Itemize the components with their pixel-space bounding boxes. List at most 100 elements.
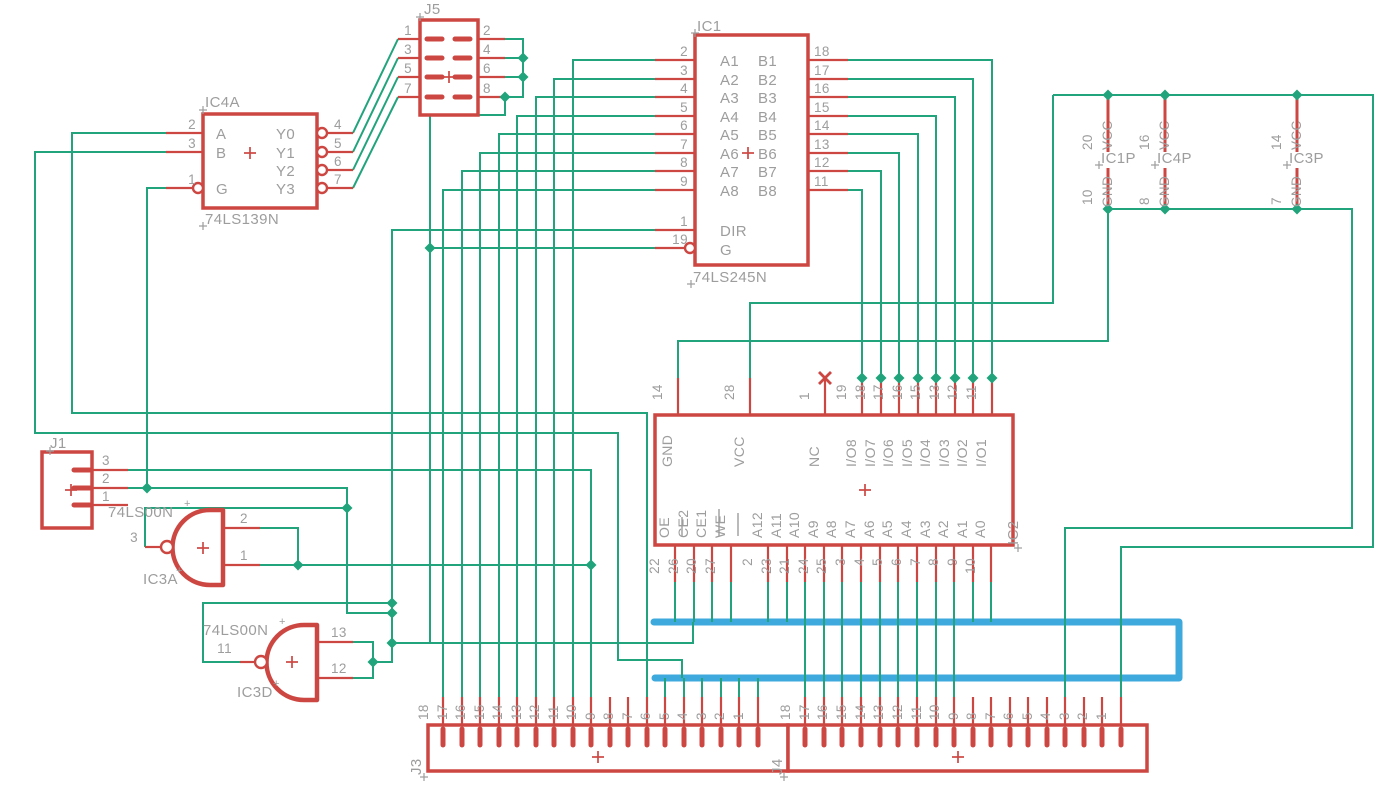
wire[interactable] [260, 527, 299, 565]
junction-dot [386, 597, 398, 609]
junction-dot [893, 372, 905, 384]
wire[interactable] [848, 189, 863, 378]
wire[interactable] [147, 487, 348, 508]
wire[interactable] [848, 170, 882, 378]
wire[interactable] [553, 78, 655, 697]
pin-number: 15 [908, 384, 923, 400]
label: 20 [1080, 134, 1095, 150]
pin-label: A2 [935, 520, 951, 538]
wire[interactable] [505, 38, 524, 98]
label: 12 [331, 661, 347, 676]
wire[interactable] [848, 133, 919, 378]
pin-number: 4 [1038, 712, 1053, 720]
pin-label: WE [712, 515, 728, 538]
wire[interactable] [848, 78, 974, 378]
junction-dot [967, 372, 979, 384]
label: + [273, 678, 280, 690]
label: 5 [404, 61, 412, 76]
junction-dot [386, 637, 398, 649]
inverter-bubble [315, 163, 329, 177]
pin-label: I/O6 [880, 439, 896, 467]
pin-label: A0 [972, 520, 988, 538]
junction-dot [912, 372, 924, 384]
label: A [216, 126, 226, 143]
label: 7 [680, 137, 688, 152]
pin-number: 10 [927, 704, 942, 720]
pin-number: 14 [490, 704, 505, 720]
label: IC1 [697, 18, 722, 35]
wire[interactable] [516, 115, 655, 697]
wire[interactable] [1064, 208, 1353, 697]
pin-number: 28 [722, 384, 737, 400]
pin-label: A9 [805, 520, 821, 538]
wire[interactable] [749, 95, 1054, 378]
junction-dot [292, 559, 304, 571]
wire[interactable] [34, 151, 683, 678]
pin-label: OE [656, 517, 672, 538]
wire[interactable] [848, 96, 956, 378]
ic2-body[interactable] [653, 413, 1015, 547]
label: B6 [758, 146, 777, 163]
wire[interactable] [498, 133, 655, 697]
junction-dot [949, 372, 961, 384]
junction-dot [1159, 89, 1171, 101]
label: IC3D [237, 684, 273, 701]
nc-marker [818, 371, 832, 385]
wire[interactable] [848, 59, 993, 378]
wire[interactable] [479, 152, 655, 697]
label: 15 [814, 100, 830, 115]
label: 8 [680, 155, 688, 170]
wire[interactable] [352, 96, 399, 189]
label: 7 [334, 172, 342, 187]
label: G [216, 181, 228, 198]
label: 4 [680, 81, 688, 96]
wire[interactable] [71, 132, 648, 697]
label: 16 [814, 81, 830, 96]
wire[interactable] [677, 209, 1109, 378]
label: 6 [334, 154, 342, 169]
label: 2 [240, 511, 248, 526]
wire[interactable] [373, 643, 393, 663]
ic4a-body[interactable] [201, 112, 319, 210]
pin-number: 2 [1075, 712, 1090, 720]
pin-label: I/O3 [936, 439, 952, 467]
inverter-bubble [315, 181, 329, 195]
pin-label: I/O5 [899, 439, 915, 467]
label: 8 [483, 81, 491, 96]
junction-dot [1102, 89, 1114, 101]
wire[interactable] [352, 76, 399, 171]
inverter-bubble [159, 539, 175, 555]
pin-number: 27 [703, 558, 718, 574]
ic1-body[interactable] [693, 33, 810, 267]
pin-number: 14 [650, 384, 665, 400]
wire[interactable] [352, 57, 399, 153]
wire[interactable] [429, 97, 506, 643]
wire[interactable] [128, 187, 167, 489]
pin-label: CE2 [675, 510, 691, 538]
wire[interactable] [461, 170, 655, 697]
wire[interactable] [572, 59, 655, 697]
label: 8 [1137, 197, 1152, 205]
label: VCC [1289, 120, 1304, 150]
label: 19 [672, 232, 688, 247]
wire[interactable] [442, 189, 655, 697]
wire[interactable] [848, 115, 937, 378]
label: 3 [404, 42, 412, 57]
junction-dot [856, 372, 868, 384]
label: VCC [1100, 120, 1115, 150]
pin-number: 17 [797, 704, 812, 720]
wire[interactable] [202, 602, 392, 663]
pin-number: 8 [926, 558, 941, 566]
pin-label: VCC [731, 436, 747, 467]
j4-body[interactable] [786, 723, 1149, 773]
wire[interactable] [128, 469, 592, 697]
pin-number: 12 [890, 704, 905, 720]
wire[interactable] [848, 152, 900, 378]
label: Y1 [276, 145, 295, 162]
j5-body[interactable] [418, 18, 480, 117]
label: 7 [404, 81, 412, 96]
wire[interactable] [352, 38, 399, 134]
pin-number: 5 [657, 712, 672, 720]
wire[interactable] [1053, 94, 1374, 697]
wire[interactable] [535, 96, 655, 697]
